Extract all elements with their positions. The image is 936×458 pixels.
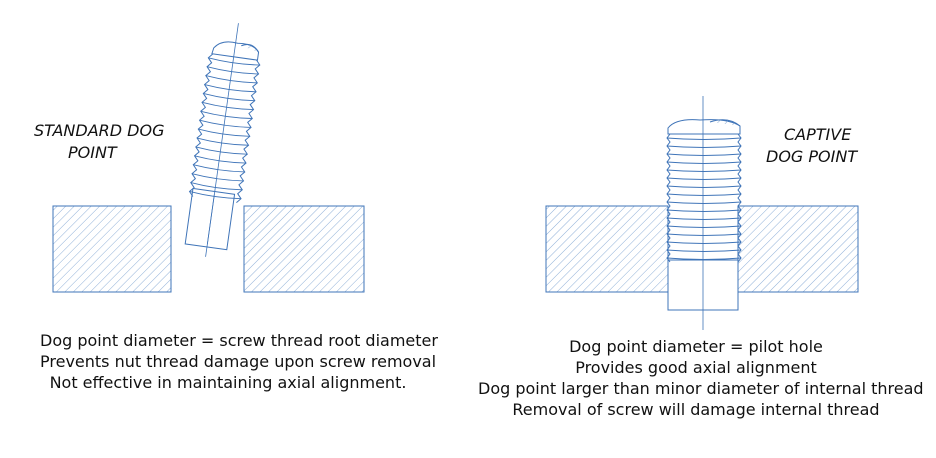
thread-crest xyxy=(666,217,742,220)
thread-crest xyxy=(191,173,244,182)
thread-crest xyxy=(666,193,742,196)
thread-crest xyxy=(200,110,253,119)
right-screw-thread xyxy=(666,133,742,263)
thread-crest xyxy=(194,155,247,164)
thread-flank xyxy=(236,59,261,203)
right-block-b xyxy=(737,205,859,293)
standard-caption-line-3: Not effective in maintaining axial align… xyxy=(49,373,407,392)
thread-crest xyxy=(208,57,260,66)
thread-flank xyxy=(666,133,671,263)
captive-caption-line-2: Provides good axial alignment xyxy=(575,358,817,377)
thread-crest xyxy=(666,145,742,148)
right-block-a xyxy=(545,205,669,293)
left-block-b xyxy=(243,205,365,293)
thread-crest xyxy=(205,75,258,84)
captive-caption: Dog point diameter = pilot hole Provides… xyxy=(478,336,924,420)
captive-title-line-1: CAPTIVE xyxy=(784,125,852,144)
standard-title-line-2: POINT xyxy=(68,143,117,162)
thread-flank xyxy=(737,133,742,263)
tilted-screw xyxy=(184,23,261,257)
thread-crest xyxy=(204,84,257,93)
standard-caption-line-2: Prevents nut thread damage upon screw re… xyxy=(40,352,437,371)
thread-crest xyxy=(666,161,742,164)
standard-dog-point-figure xyxy=(52,23,365,293)
thread-crest xyxy=(666,209,742,212)
thread-crest xyxy=(190,182,243,191)
standard-caption: Dog point diameter = screw thread root d… xyxy=(40,330,438,393)
standard-title-line-1: STANDARD DOG xyxy=(34,121,165,140)
captive-caption-line-4: Removal of screw will damage internal th… xyxy=(512,400,880,419)
thread-crest xyxy=(666,185,742,188)
left-axis-line xyxy=(205,23,239,257)
thread-crest xyxy=(666,169,742,172)
thread-crest xyxy=(201,101,254,111)
thread-crest xyxy=(666,177,742,180)
thread-flank xyxy=(188,53,214,197)
standard-dog-point xyxy=(184,187,236,251)
captive-caption-line-3: Dog point larger than minor diameter of … xyxy=(478,379,924,398)
thread-crest xyxy=(666,249,742,252)
captive-dog-point-title: CAPTIVE DOG POINT xyxy=(766,124,857,168)
thread-crest xyxy=(666,201,742,204)
captive-dog-point-figure xyxy=(545,96,859,330)
thread-crest xyxy=(666,153,742,156)
thread-crest xyxy=(666,137,742,140)
thread-crest xyxy=(666,257,742,260)
thread-crest xyxy=(199,119,252,128)
thread-crest xyxy=(666,241,742,244)
thread-crest xyxy=(189,191,242,200)
standard-dog-point-title: STANDARD DOG POINT xyxy=(34,120,164,164)
thread-crest xyxy=(666,233,742,236)
left-screw-thread xyxy=(188,53,261,203)
thread-crest xyxy=(206,66,259,75)
standard-caption-line-1: Dog point diameter = screw thread root d… xyxy=(40,331,438,350)
thread-crest xyxy=(195,146,248,155)
thread-crest xyxy=(203,93,255,102)
captive-title-line-2: DOG POINT xyxy=(766,147,858,166)
thread-crest xyxy=(196,137,249,146)
thread-crest xyxy=(198,128,250,137)
thread-crest xyxy=(666,225,742,228)
thread-crest xyxy=(193,164,245,173)
left-block-a xyxy=(52,205,172,293)
captive-caption-line-1: Dog point diameter = pilot hole xyxy=(569,337,823,356)
